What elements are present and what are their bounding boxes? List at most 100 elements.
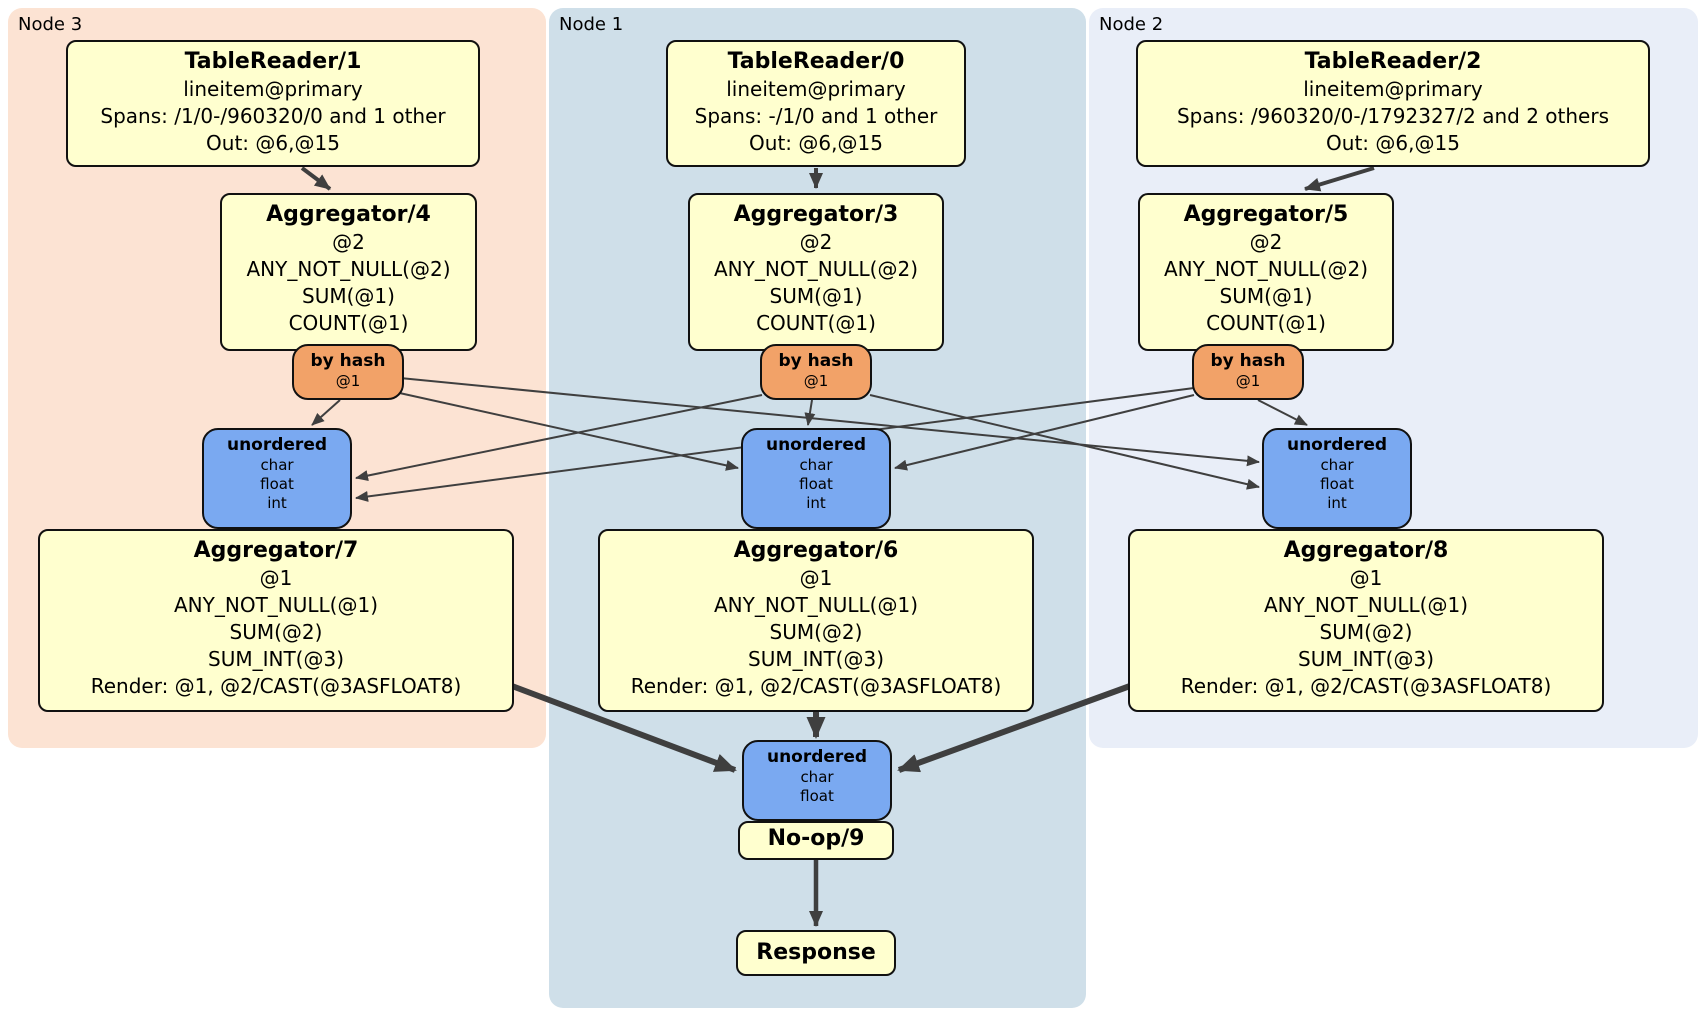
box-line: COUNT(@1)	[288, 311, 409, 335]
box-line: Spans: -/1/0 and 1 other	[694, 104, 938, 128]
node2-region-label: Node 2	[1099, 14, 1164, 35]
tablereader1-box: TableReader/1 lineitem@primary Spans: /1…	[66, 40, 480, 167]
box-title: by hash	[310, 351, 386, 371]
edge-hash1-sync1	[804, 399, 816, 426]
box-title: Aggregator/7	[193, 538, 359, 563]
edge-hash3-sync1	[394, 391, 739, 471]
node1-region-label: Node 1	[559, 14, 624, 35]
box-line: Out: @6,@15	[749, 131, 883, 155]
box-line: @1	[259, 566, 293, 590]
edge-agg7-final-sync	[510, 683, 737, 773]
box-line: char	[799, 456, 833, 474]
box-line: @1	[1235, 372, 1261, 390]
box-line: @2	[1249, 230, 1283, 254]
box-line: lineitem@primary	[183, 77, 363, 101]
box-line: Out: @6,@15	[1326, 131, 1460, 155]
tablereader2-box: TableReader/2 lineitem@primary Spans: /9…	[1136, 40, 1650, 167]
box-title: No-op/9	[767, 826, 865, 851]
box-line: @2	[799, 230, 833, 254]
box-line: ANY_NOT_NULL(@1)	[714, 593, 918, 617]
box-line: float	[1320, 475, 1354, 493]
box-line: SUM(@1)	[769, 284, 863, 308]
edge-hash3-sync2	[399, 377, 1260, 467]
tablereader0-box: TableReader/0 lineitem@primary Spans: -/…	[666, 40, 966, 167]
box-line: float	[800, 787, 834, 805]
box-title: Aggregator/4	[266, 202, 431, 227]
box-line: SUM_INT(@3)	[748, 647, 884, 671]
hash-router1-box: by hash @1	[760, 344, 872, 400]
box-line: ANY_NOT_NULL(@1)	[1264, 593, 1468, 617]
box-title: Response	[756, 940, 876, 965]
box-line: ANY_NOT_NULL(@1)	[174, 593, 378, 617]
box-line: float	[799, 475, 833, 493]
response-box: Response	[736, 930, 896, 976]
box-line: COUNT(@1)	[756, 311, 876, 335]
box-line: @1	[1349, 566, 1383, 590]
box-title: Aggregator/8	[1283, 538, 1449, 563]
edge-hash3-sync3	[311, 399, 341, 426]
box-line: Spans: /960320/0-/1792327/2 and 2 others	[1176, 104, 1609, 128]
box-line: ANY_NOT_NULL(@2)	[1164, 257, 1368, 281]
box-line: char	[800, 768, 834, 786]
box-title: unordered	[765, 435, 867, 455]
box-line: COUNT(@1)	[1206, 311, 1326, 335]
box-title: by hash	[778, 351, 854, 371]
edge-tr2-agg5	[1304, 166, 1375, 192]
box-line: char	[260, 456, 294, 474]
box-title: Aggregator/6	[733, 538, 899, 563]
box-line: Render: @1, @2/CAST(@3ASFLOAT8)	[90, 674, 462, 698]
hash-router3-box: by hash @1	[292, 344, 404, 400]
edge-hash2-sync1	[894, 394, 1195, 471]
aggregator6-box: Aggregator/6 @1 ANY_NOT_NULL(@1) SUM(@2)…	[598, 529, 1034, 712]
box-line: lineitem@primary	[726, 77, 906, 101]
box-line: int	[806, 494, 826, 512]
box-title: TableReader/0	[727, 49, 905, 74]
unordered-sync2-box: unordered char float int	[1262, 428, 1412, 529]
box-line: SUM(@2)	[1319, 620, 1413, 644]
box-title: Aggregator/3	[733, 202, 899, 227]
box-title: unordered	[1286, 435, 1388, 455]
edge-tr1-agg4	[300, 166, 332, 191]
box-line: SUM(@2)	[769, 620, 863, 644]
aggregator4-box: Aggregator/4 @2 ANY_NOT_NULL(@2) SUM(@1)…	[220, 193, 477, 351]
box-line: char	[1320, 456, 1354, 474]
box-title: Aggregator/5	[1183, 202, 1349, 227]
aggregator3-box: Aggregator/3 @2 ANY_NOT_NULL(@2) SUM(@1)…	[688, 193, 944, 351]
aggregator7-box: Aggregator/7 @1 ANY_NOT_NULL(@1) SUM(@2)…	[38, 529, 514, 712]
edge-hash1-sync2	[869, 394, 1260, 490]
edge-agg8-final-sync	[897, 683, 1132, 773]
aggregator8-box: Aggregator/8 @1 ANY_NOT_NULL(@1) SUM(@2)…	[1128, 529, 1604, 712]
box-title: by hash	[1210, 351, 1286, 371]
edge-hash2-sync2	[1257, 399, 1308, 426]
box-line: SUM_INT(@3)	[1298, 647, 1434, 671]
box-line: SUM(@1)	[302, 284, 395, 308]
box-title: unordered	[226, 435, 328, 455]
box-line: SUM(@1)	[1219, 284, 1313, 308]
box-line: ANY_NOT_NULL(@2)	[714, 257, 918, 281]
edge-hash1-sync3	[355, 394, 763, 481]
box-line: @1	[803, 372, 829, 390]
final-unordered-sync-box: unordered char float	[742, 740, 892, 821]
box-line: Out: @6,@15	[206, 131, 340, 155]
box-title: TableReader/1	[184, 49, 362, 74]
box-line: @2	[332, 230, 365, 254]
box-title: unordered	[766, 747, 868, 767]
noop-box: No-op/9	[738, 821, 894, 860]
box-title: TableReader/2	[1304, 49, 1482, 74]
box-line: Spans: /1/0-/960320/0 and 1 other	[100, 104, 446, 128]
box-line: SUM(@2)	[229, 620, 323, 644]
box-line: int	[267, 494, 287, 512]
aggregator5-box: Aggregator/5 @2 ANY_NOT_NULL(@2) SUM(@1)…	[1138, 193, 1394, 351]
box-line: Render: @1, @2/CAST(@3ASFLOAT8)	[1180, 674, 1552, 698]
unordered-sync1-box: unordered char float int	[741, 428, 891, 529]
box-line: @1	[799, 566, 833, 590]
box-line: @1	[335, 372, 361, 390]
hash-router2-box: by hash @1	[1192, 344, 1304, 400]
node3-region-label: Node 3	[18, 14, 83, 35]
box-line: Render: @1, @2/CAST(@3ASFLOAT8)	[630, 674, 1002, 698]
box-line: float	[260, 475, 294, 493]
unordered-sync3-box: unordered char float int	[202, 428, 352, 529]
box-line: ANY_NOT_NULL(@2)	[246, 257, 451, 281]
